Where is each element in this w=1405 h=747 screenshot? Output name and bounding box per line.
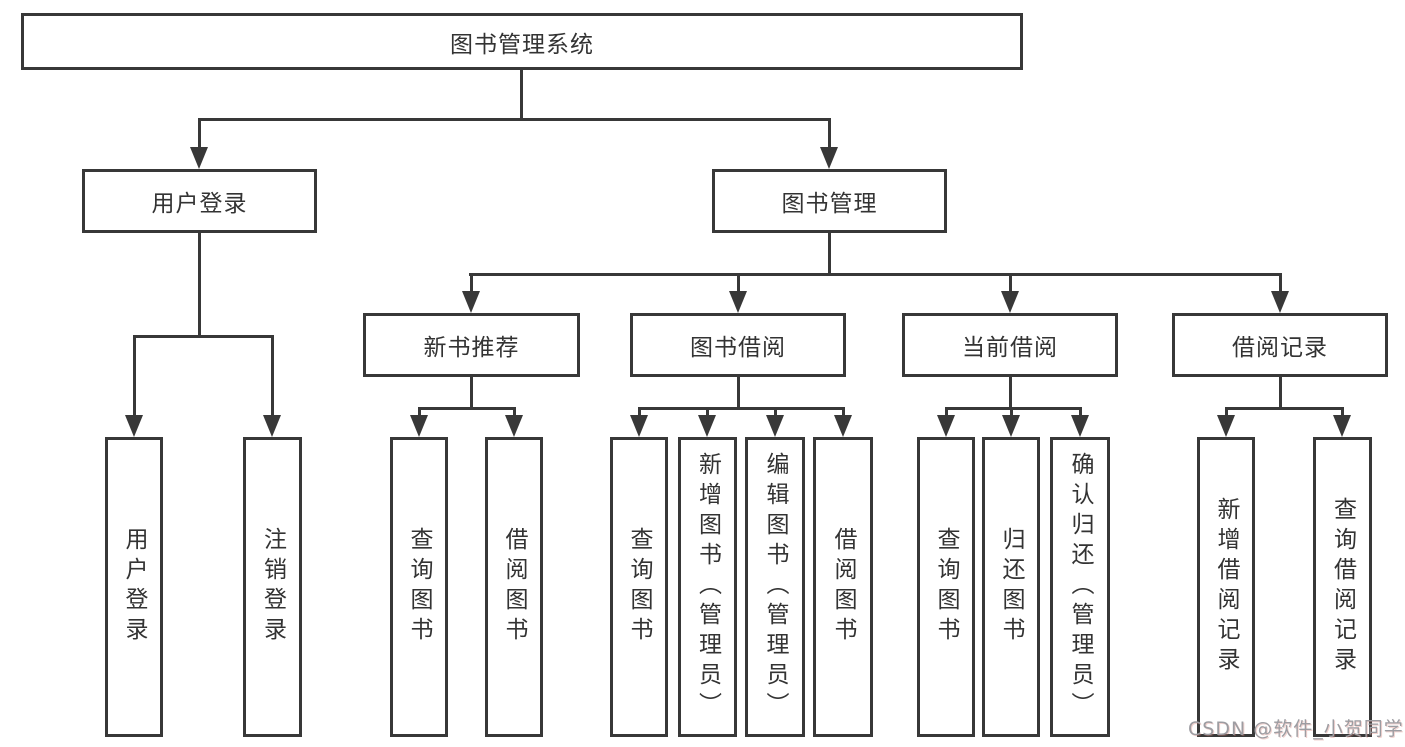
leaf-add-borrow-record: 新增借阅记录: [1197, 437, 1255, 737]
connector-line: [418, 407, 515, 410]
connector-line: [271, 335, 274, 417]
connector-line: [737, 273, 740, 293]
node-root: 图书管理系统: [21, 13, 1023, 70]
leaf-user-login: 用户登录: [105, 437, 163, 737]
connector-line: [1341, 407, 1344, 417]
connector-line: [418, 407, 421, 417]
leaf-return-book: 归还图书: [982, 437, 1040, 737]
arrow-down-icon: [1002, 415, 1020, 437]
leaf-query-book-current: 查询图书: [917, 437, 975, 737]
watermark: CSDN @软件_小贺同学: [1188, 718, 1404, 740]
leaf-edit-book-admin: 编辑图书（管理员）: [745, 437, 805, 737]
arrow-down-icon: [729, 291, 747, 313]
node-new-book-recommend: 新书推荐: [363, 313, 580, 377]
connector-line: [1010, 407, 1013, 417]
connector-line: [520, 70, 523, 118]
connector-line: [842, 407, 845, 417]
connector-line: [1279, 273, 1282, 293]
arrow-down-icon: [1271, 291, 1289, 313]
leaf-logout: 注销登录: [243, 437, 302, 737]
connector-line: [638, 407, 844, 410]
leaf-query-book-borrow: 查询图书: [610, 437, 668, 737]
node-borrow-record: 借阅记录: [1172, 313, 1388, 377]
arrow-down-icon: [937, 415, 955, 437]
connector-line: [513, 407, 516, 417]
arrow-down-icon: [1217, 415, 1235, 437]
connector-line: [198, 118, 831, 121]
connector-line: [1225, 407, 1343, 410]
connector-line: [1079, 407, 1082, 417]
arrow-down-icon: [410, 415, 428, 437]
connector-line: [133, 335, 274, 338]
connector-line: [469, 273, 1282, 276]
leaf-query-borrow-record: 查询借阅记录: [1313, 437, 1372, 737]
connector-line: [1225, 407, 1228, 417]
leaf-query-book-recommend: 查询图书: [390, 437, 448, 737]
connector-line: [945, 407, 1081, 410]
connector-line: [133, 335, 136, 417]
arrow-down-icon: [820, 147, 838, 169]
arrow-down-icon: [1001, 291, 1019, 313]
connector-line: [828, 233, 831, 273]
arrow-down-icon: [698, 415, 716, 437]
connector-line: [470, 273, 473, 293]
node-current-borrow: 当前借阅: [902, 313, 1118, 377]
connector-line: [198, 118, 201, 150]
arrow-down-icon: [462, 291, 480, 313]
connector-line: [828, 118, 831, 150]
leaf-add-book-admin: 新增图书（管理员）: [678, 437, 737, 737]
arrow-down-icon: [766, 415, 784, 437]
arrow-down-icon: [505, 415, 523, 437]
connector-line: [945, 407, 948, 417]
leaf-confirm-return-admin: 确认归还（管理员）: [1050, 437, 1110, 737]
arrow-down-icon: [263, 415, 281, 437]
connector-line: [470, 377, 473, 407]
arrow-down-icon: [834, 415, 852, 437]
arrow-down-icon: [125, 415, 143, 437]
node-user-login: 用户登录: [82, 169, 317, 233]
connector-line: [1279, 377, 1282, 407]
node-book-borrow: 图书借阅: [630, 313, 846, 377]
connector-line: [1009, 377, 1012, 407]
connector-line: [1009, 273, 1012, 293]
arrow-down-icon: [1071, 415, 1089, 437]
arrow-down-icon: [1333, 415, 1351, 437]
connector-line: [638, 407, 641, 417]
leaf-borrow-book-borrow: 借阅图书: [813, 437, 873, 737]
connector-line: [706, 407, 709, 417]
arrow-down-icon: [630, 415, 648, 437]
connector-line: [198, 233, 201, 335]
arrow-down-icon: [190, 147, 208, 169]
connector-line: [774, 407, 777, 417]
node-book-management: 图书管理: [712, 169, 947, 233]
leaf-borrow-book-recommend: 借阅图书: [485, 437, 543, 737]
connector-line: [737, 377, 740, 407]
